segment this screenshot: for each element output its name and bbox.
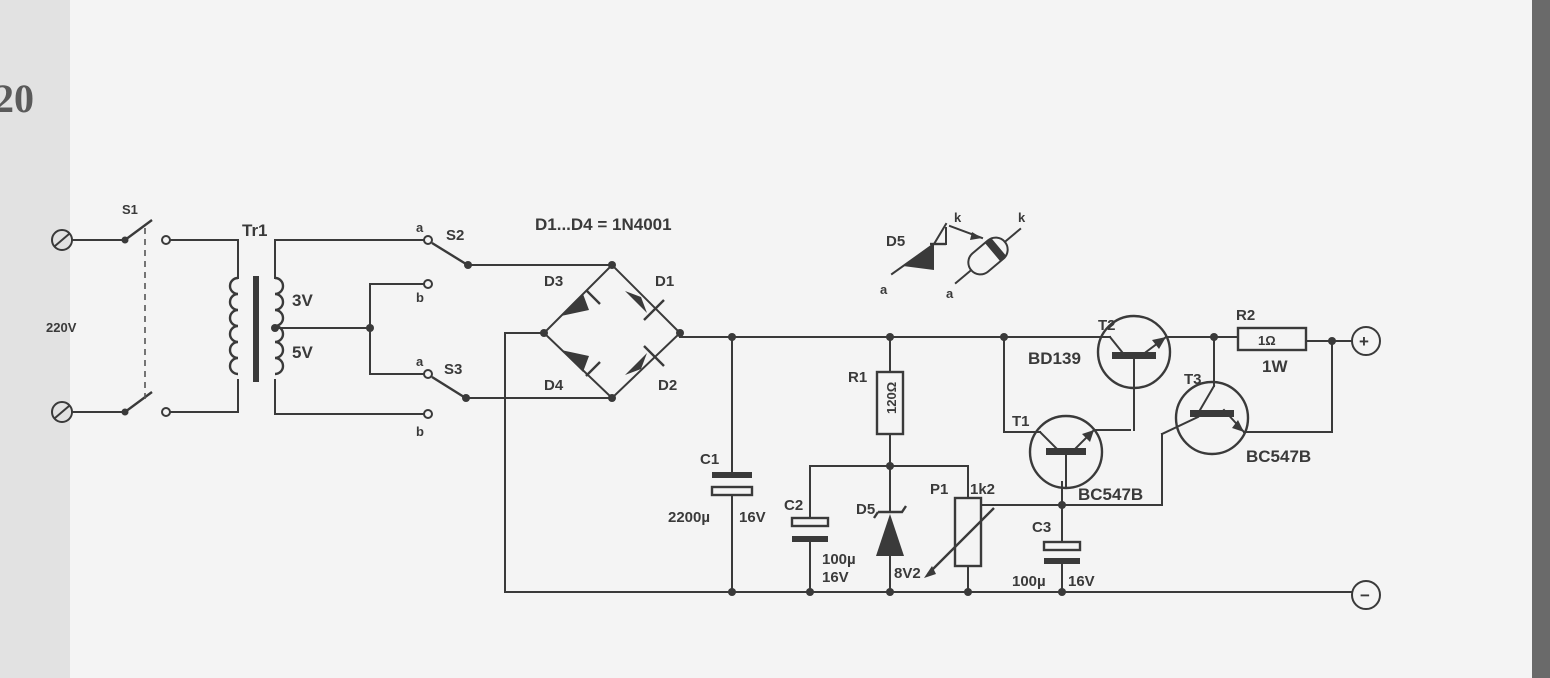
capacitor-c1 [710,336,754,593]
tap-3v-label: 3V [292,291,313,310]
t2-label: T2 [1098,317,1116,334]
s1-label: S1 [122,202,138,217]
inset-d5-label: D5 [886,233,905,250]
transistor-t2 [1096,314,1172,431]
mains-voltage-label: 220V [46,320,77,335]
t3-label: T3 [1184,371,1202,388]
right-page-edge [1532,0,1550,678]
d5-value: 8V2 [894,565,921,582]
zener-d5 [873,465,907,593]
left-page-shadow [0,0,70,678]
switch-s3 [423,369,470,419]
s3-a-label: a [416,354,424,369]
d1-label: D1 [655,273,674,290]
t3-type: BC547B [1246,447,1311,466]
s3-b-label: b [416,424,424,439]
tap-5v-label: 5V [292,343,313,362]
tr1-label: Tr1 [242,221,268,240]
d5-label: D5 [856,501,875,518]
d1-diode [625,291,647,313]
t1-type: BC547B [1078,485,1143,504]
d4-label: D4 [544,377,564,394]
r2-label: R2 [1236,307,1255,324]
page-number: 20 [0,76,34,121]
inset-a-label-2: a [946,286,954,301]
c3-voltage: 16V [1068,573,1095,590]
c3-label: C3 [1032,519,1051,536]
c3-value: 100µ [1012,573,1046,590]
t1-label: T1 [1012,413,1030,430]
r1-value: 120Ω [884,382,899,414]
r2-power: 1W [1262,357,1288,376]
c1-voltage: 16V [739,509,766,526]
r2-value: 1Ω [1258,333,1276,348]
c1-value: 2200µ [668,509,710,526]
inset-k-label-2: k [1018,210,1026,225]
c2-label: C2 [784,497,803,514]
bridge-note: D1...D4 = 1N4001 [535,215,672,234]
d2-label: D2 [658,377,677,394]
s2-b-label: b [416,290,424,305]
d3-label: D3 [544,273,563,290]
p1-value: 1k2 [970,481,995,498]
d5-pinout-inset [890,222,1022,285]
transistor-t1 [1028,414,1104,490]
potentiometer-p1 [924,496,1063,593]
p1-label: P1 [930,481,948,498]
d4-diode [561,350,589,372]
capacitor-c3 [1042,481,1082,593]
inset-k-label-1: k [954,210,962,225]
output-minus-terminal: − [1351,580,1381,610]
c2-voltage: 16V [822,569,849,586]
output-plus-terminal: + [1351,326,1381,356]
capacitor-c2 [790,516,830,593]
d2-diode [625,353,647,375]
d3-diode [561,294,589,316]
t2-type: BD139 [1028,349,1081,368]
resistor-r2: 1Ω [1236,326,1308,352]
switch-s1 [71,219,171,417]
s2-a-label: a [416,220,424,235]
r1-label: R1 [848,369,867,386]
c2-value: 100µ [822,551,856,568]
inset-a-label-1: a [880,282,888,297]
s3-label: S3 [444,361,462,378]
c1-label: C1 [700,451,719,468]
plus-label: + [1359,332,1369,351]
s2-label: S2 [446,227,464,244]
minus-label: − [1360,586,1370,605]
resistor-r1: 120Ω [875,336,905,470]
transistor-t3 [1160,380,1250,456]
